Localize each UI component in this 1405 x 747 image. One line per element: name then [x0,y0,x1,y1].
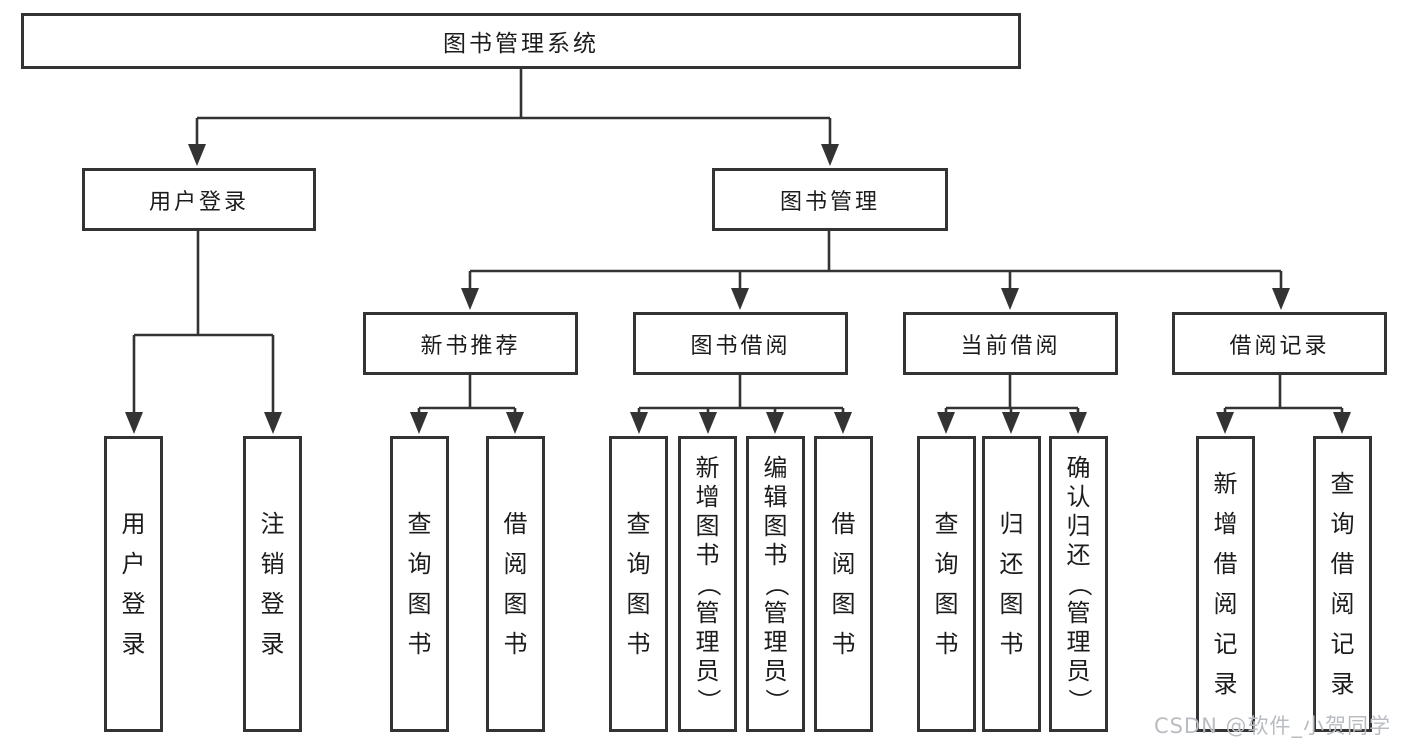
node-book-management-label: 图书管理 [779,189,880,215]
leaf-borrow-books-recommend-label: 借阅图书 [503,509,528,658]
node-current-borrowing-label: 当前借阅 [960,333,1061,359]
leaf-query-books-current-label: 查询图书 [934,509,959,658]
leaf-query-books-borrowing-label: 查询图书 [626,509,651,658]
leaf-add-borrow-record: 新增借阅记录 [1196,436,1255,732]
node-new-book-recommendation: 新书推荐 [363,312,578,375]
leaf-return-books: 归还图书 [982,436,1041,732]
leaf-logout-label: 注销登录 [260,509,285,658]
node-borrowing-records-label: 借阅记录 [1229,333,1330,359]
leaf-confirm-return-admin: 确认归还（管理员） [1049,436,1108,732]
leaf-user-login: 用户登录 [104,436,163,732]
leaf-add-books-admin-label: 新增图书（管理员） [694,453,722,712]
node-library-system-label: 图书管理系统 [443,31,599,57]
leaf-query-borrow-record-label: 查询借阅记录 [1330,469,1355,698]
leaf-edit-books-admin-label: 编辑图书（管理员） [762,453,790,712]
leaf-query-books-current: 查询图书 [917,436,976,732]
leaf-logout: 注销登录 [243,436,302,732]
node-borrowing-records: 借阅记录 [1172,312,1387,375]
node-user-login: 用户登录 [82,168,316,231]
node-book-borrowing-label: 图书借阅 [690,333,791,359]
leaf-query-borrow-record: 查询借阅记录 [1313,436,1372,732]
leaf-borrow-books: 借阅图书 [814,436,873,732]
leaf-query-books-recommend: 查询图书 [390,436,449,732]
node-book-borrowing: 图书借阅 [633,312,848,375]
leaf-confirm-return-admin-label: 确认归还（管理员） [1065,453,1093,712]
leaf-borrow-books-label: 借阅图书 [831,509,856,658]
leaf-add-books-admin: 新增图书（管理员） [678,436,737,732]
node-user-login-label: 用户登录 [148,189,249,215]
leaf-add-borrow-record-label: 新增借阅记录 [1213,469,1238,698]
csdn-watermark: CSDN @软件_小贺同学 [1153,714,1391,738]
leaf-query-books-borrowing: 查询图书 [609,436,668,732]
leaf-user-login-label: 用户登录 [121,509,146,658]
node-library-system: 图书管理系统 [21,13,1021,69]
node-new-book-recommendation-label: 新书推荐 [420,333,521,359]
leaf-borrow-books-recommend: 借阅图书 [486,436,545,732]
node-current-borrowing: 当前借阅 [903,312,1118,375]
node-book-management: 图书管理 [712,168,948,231]
leaf-query-books-recommend-label: 查询图书 [407,509,432,658]
leaf-return-books-label: 归还图书 [999,509,1024,658]
leaf-edit-books-admin: 编辑图书（管理员） [746,436,805,732]
